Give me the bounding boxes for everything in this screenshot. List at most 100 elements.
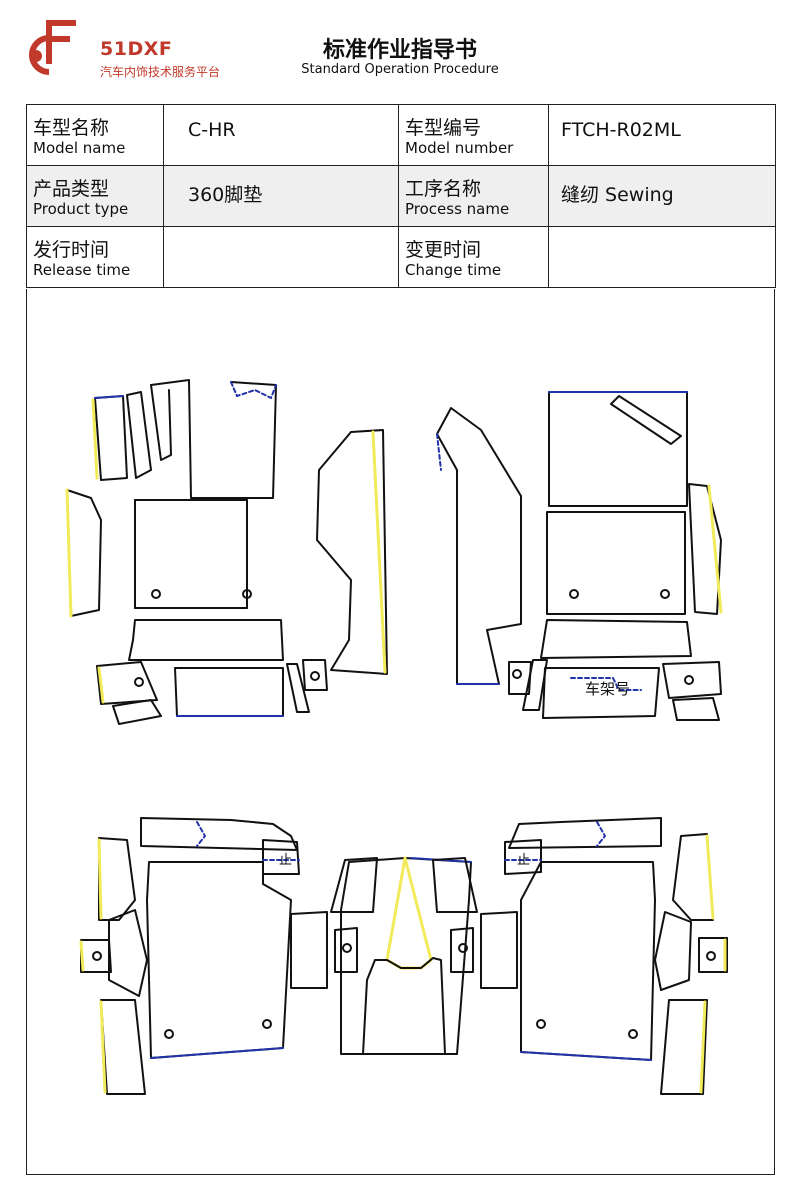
change-time-value-cell <box>548 226 776 288</box>
mat-piece <box>108 909 148 997</box>
mat-piece <box>286 663 310 713</box>
floor-mat-pattern-drawing: 车架号 止 <box>65 379 728 1095</box>
mat-piece <box>96 661 158 705</box>
mat-piece <box>672 697 720 721</box>
mat-piece <box>94 395 124 399</box>
mat-piece <box>140 817 298 851</box>
brand-logo: 51DXF 汽车内饰技术服务平台 <box>22 18 242 79</box>
mat-piece <box>546 511 686 615</box>
mat-piece <box>150 379 277 499</box>
product-type-label-cell: 产品类型 Product type <box>26 165 164 227</box>
model-number-label-en: Model number <box>405 139 514 157</box>
mat-piece <box>570 677 642 691</box>
mat-piece <box>66 489 102 617</box>
process-name-label-en: Process name <box>405 200 510 218</box>
mat-piece <box>432 857 478 913</box>
mat-piece <box>150 384 172 461</box>
model-number-label: 车型编号 <box>405 117 482 139</box>
mat-piece <box>112 699 162 725</box>
process-name-value: 缝纫 Sewing <box>561 184 674 206</box>
mat-piece <box>334 927 358 973</box>
mat-piece <box>596 821 606 847</box>
mat-piece <box>302 659 328 691</box>
process-name-label-cell: 工序名称 Process name <box>398 165 549 227</box>
process-name-value-cell: 缝纫 Sewing <box>548 165 776 227</box>
mat-piece <box>98 837 136 921</box>
pattern-group-top-left <box>65 379 388 725</box>
change-time-label-en: Change time <box>405 261 502 279</box>
mat-edge-yellow <box>385 856 433 970</box>
mat-piece <box>480 911 518 989</box>
mat-grommet <box>706 951 716 961</box>
mat-piece <box>330 857 378 913</box>
info-table: 车型名称 Model name C-HR 车型编号 Model number F… <box>26 104 776 288</box>
mat-grommet <box>242 589 252 599</box>
mat-grommet <box>628 1029 638 1039</box>
mat-piece <box>522 659 548 711</box>
release-time-label-en: Release time <box>33 261 131 279</box>
mat-edge-yellow <box>99 1000 107 1094</box>
mat-edge-yellow <box>97 838 103 920</box>
mat-piece <box>508 817 662 849</box>
mat-piece <box>174 667 284 717</box>
mat-piece <box>150 1047 284 1059</box>
pattern-group-bottom-left: 止 <box>79 817 378 1095</box>
release-time-label: 发行时间 <box>33 239 110 261</box>
mat-edge-yellow <box>705 834 715 920</box>
stop-label-left: 止 <box>279 853 292 868</box>
mat-grommet <box>262 1019 272 1029</box>
mat-piece <box>610 395 682 445</box>
pattern-group-top-right: 车架号 <box>436 391 723 721</box>
mat-grommet <box>512 669 522 679</box>
product-type-value-cell: 360脚垫 <box>163 165 399 227</box>
logo-mark-icon <box>29 20 76 75</box>
mat-grommet <box>536 1019 546 1029</box>
change-time-label-cell: 变更时间 Change time <box>398 226 549 288</box>
mat-piece <box>698 937 728 973</box>
model-number-value-cell: FTCH-R02ML <box>548 104 776 166</box>
mat-edge-yellow <box>91 398 99 480</box>
mat-piece <box>128 619 284 661</box>
release-time-value-cell <box>163 226 399 288</box>
mat-piece <box>542 667 660 719</box>
mat-piece <box>436 407 522 685</box>
stop-label-right: 止 <box>517 853 530 868</box>
mat-grommet <box>134 677 144 687</box>
mat-piece <box>660 999 708 1095</box>
model-number-value: FTCH-R02ML <box>561 119 681 141</box>
change-time-label: 变更时间 <box>405 239 482 261</box>
mat-piece <box>290 911 328 989</box>
info-row: 发行时间 Release time 变更时间 Change time <box>26 226 776 288</box>
mat-edge-yellow <box>97 666 105 704</box>
release-time-label-cell: 发行时间 Release time <box>26 226 164 288</box>
mat-piece <box>94 395 128 481</box>
mat-grommet <box>151 589 161 599</box>
mat-piece <box>126 391 152 479</box>
release-time-value <box>164 227 398 241</box>
info-row: 产品类型 Product type 360脚垫 工序名称 Process nam… <box>26 165 776 227</box>
mat-piece <box>540 619 692 659</box>
logo-tagline: 汽车内饰技术服务平台 <box>100 65 221 79</box>
mat-grommet <box>684 675 694 685</box>
mat-piece <box>520 1051 652 1061</box>
mat-piece <box>450 927 474 973</box>
mat-grommet <box>164 1029 174 1039</box>
mat-piece <box>316 429 388 675</box>
mat-piece <box>436 433 442 471</box>
product-type-label-en: Product type <box>33 200 129 218</box>
page-title: 标准作业指导书 <box>322 38 477 63</box>
mat-edge-yellow <box>699 1000 707 1094</box>
product-type-value: 360脚垫 <box>188 184 263 206</box>
mat-grommet <box>310 671 320 681</box>
mat-piece <box>508 661 532 695</box>
mat-edge-yellow <box>707 484 723 614</box>
model-name-label-en: Model name <box>33 139 126 157</box>
mat-piece <box>662 661 722 699</box>
mat-piece <box>146 861 292 1059</box>
model-name-label-cell: 车型名称 Model name <box>26 104 164 166</box>
mat-piece <box>196 821 206 847</box>
model-name-value-cell: C-HR <box>163 104 399 166</box>
pattern-drawing-area: 车架号 止 <box>26 289 775 1175</box>
process-name-label: 工序名称 <box>405 178 482 200</box>
frame-number-label: 车架号 <box>585 680 630 698</box>
